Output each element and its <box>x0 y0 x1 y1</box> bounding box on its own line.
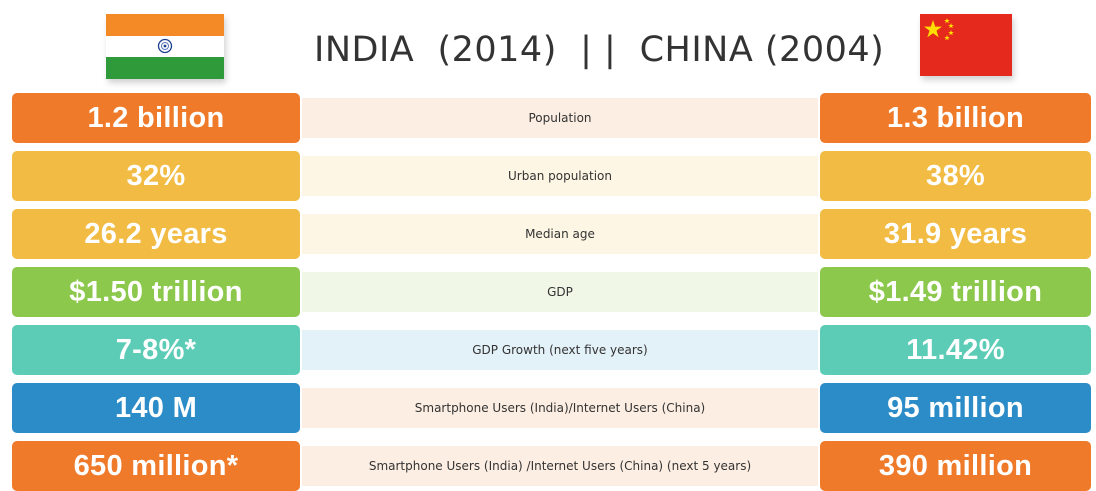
china-flag-icon <box>920 14 1012 76</box>
india-value-tile: 32% <box>12 151 300 201</box>
india-value-tile: $1.50 trillion <box>12 267 300 317</box>
india-value-tile: 140 M <box>12 383 300 433</box>
row-gdp-growth: 7-8%* GDP Growth (next five years) 11.42… <box>0 325 1096 375</box>
metric-label: GDP <box>302 272 818 312</box>
row-urban-population: 32% Urban population 38% <box>0 151 1096 201</box>
india-flag-saffron-stripe <box>106 14 224 36</box>
china-value-tile: 95 million <box>820 383 1091 433</box>
india-value-tile: 7-8%* <box>12 325 300 375</box>
china-value-tile: 390 million <box>820 441 1091 491</box>
india-value-tile: 1.2 billion <box>12 93 300 143</box>
row-gdp: $1.50 trillion GDP $1.49 trillion <box>0 267 1096 317</box>
india-flag-green-stripe <box>106 57 224 79</box>
china-value-tile: 38% <box>820 151 1091 201</box>
metric-label: Smartphone Users (India) /Internet Users… <box>302 446 818 486</box>
ashoka-chakra-icon <box>157 39 173 54</box>
india-value-tile: 650 million* <box>12 441 300 491</box>
row-smartphone-internet-users-next-5-years: 650 million* Smartphone Users (India) /I… <box>0 441 1096 491</box>
metric-label: Urban population <box>302 156 818 196</box>
page-title: INDIA (2014) | | CHINA (2004) <box>314 30 885 70</box>
china-flag-stars-icon <box>924 18 954 41</box>
india-value-tile: 26.2 years <box>12 209 300 259</box>
china-value-tile: $1.49 trillion <box>820 267 1091 317</box>
china-value-tile: 1.3 billion <box>820 93 1091 143</box>
china-value-tile: 11.42% <box>820 325 1091 375</box>
india-flag-white-stripe <box>106 35 224 58</box>
metric-label: GDP Growth (next five years) <box>302 330 818 370</box>
metric-label: Median age <box>302 214 818 254</box>
metric-label: Smartphone Users (India)/Internet Users … <box>302 388 818 428</box>
india-flag-icon <box>106 14 224 79</box>
header: INDIA (2014) | | CHINA (2004) <box>0 0 1096 92</box>
row-median-age: 26.2 years Median age 31.9 years <box>0 209 1096 259</box>
row-population: 1.2 billion Population 1.3 billion <box>0 93 1096 143</box>
row-smartphone-internet-users: 140 M Smartphone Users (India)/Internet … <box>0 383 1096 433</box>
metric-label: Population <box>302 98 818 138</box>
china-value-tile: 31.9 years <box>820 209 1091 259</box>
